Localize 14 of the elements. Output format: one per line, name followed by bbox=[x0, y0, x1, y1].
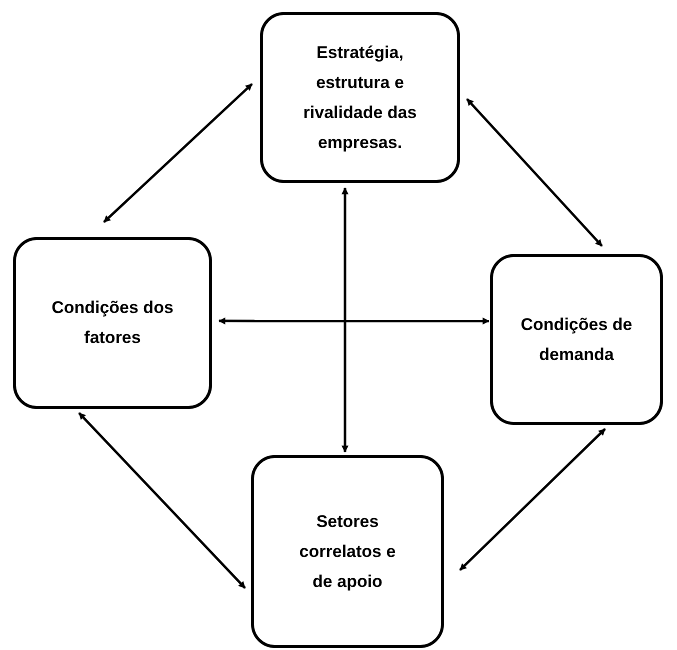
rounded-box bbox=[13, 237, 212, 409]
rounded-box bbox=[251, 455, 444, 648]
node-label: Condições dos fatores bbox=[50, 297, 174, 349]
double-arrow bbox=[103, 83, 253, 223]
node-label: Condições de demanda bbox=[520, 314, 634, 366]
double-arrow bbox=[218, 317, 490, 325]
rounded-box bbox=[260, 12, 460, 183]
double-arrow bbox=[466, 98, 603, 247]
node-label: Estratégia, estrutura e rivalidade das empresas. bbox=[302, 42, 418, 154]
node-label: Setores correlatos e de apoio bbox=[298, 510, 397, 592]
double-arrow bbox=[78, 412, 246, 589]
rounded-box bbox=[490, 254, 663, 425]
double-arrow bbox=[342, 187, 348, 453]
double-arrow bbox=[459, 428, 606, 571]
